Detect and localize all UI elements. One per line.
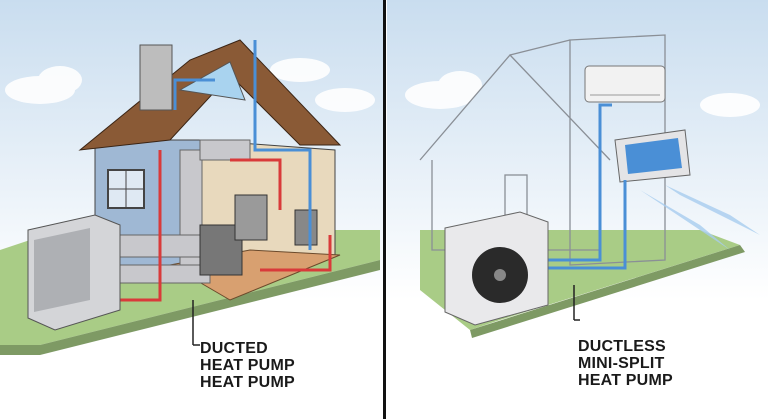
- console-unit: [614, 129, 691, 183]
- ductless-label-line: DUCTLESS: [578, 338, 666, 355]
- cloud: [5, 58, 375, 112]
- ductless-panel: [387, 0, 768, 338]
- chimney: [139, 44, 173, 111]
- ducted-label-line: DUCTED: [200, 340, 268, 357]
- divider: [383, 0, 386, 419]
- ductless-label-line: MINI-SPLIT: [578, 355, 665, 372]
- wall-mounted-unit: [584, 65, 666, 103]
- ducted-label: DUCTED HEAT PUMP HEAT PUMP: [200, 340, 295, 391]
- water-heater: [294, 209, 318, 246]
- outdoor-unit: [444, 211, 549, 326]
- ductless-label-line: HEAT PUMP: [578, 372, 673, 389]
- ductless-label: DUCTLESS MINI-SPLIT HEAT PUMP: [578, 338, 673, 389]
- outdoor-unit: [27, 214, 121, 331]
- ducted-label-line: HEAT PUMP: [200, 357, 295, 374]
- air-handler: [199, 224, 243, 276]
- ducted-label-line: HEAT PUMP: [200, 374, 295, 391]
- ducted-panel: [0, 0, 384, 355]
- furnace: [234, 194, 268, 241]
- airflow: [640, 185, 760, 250]
